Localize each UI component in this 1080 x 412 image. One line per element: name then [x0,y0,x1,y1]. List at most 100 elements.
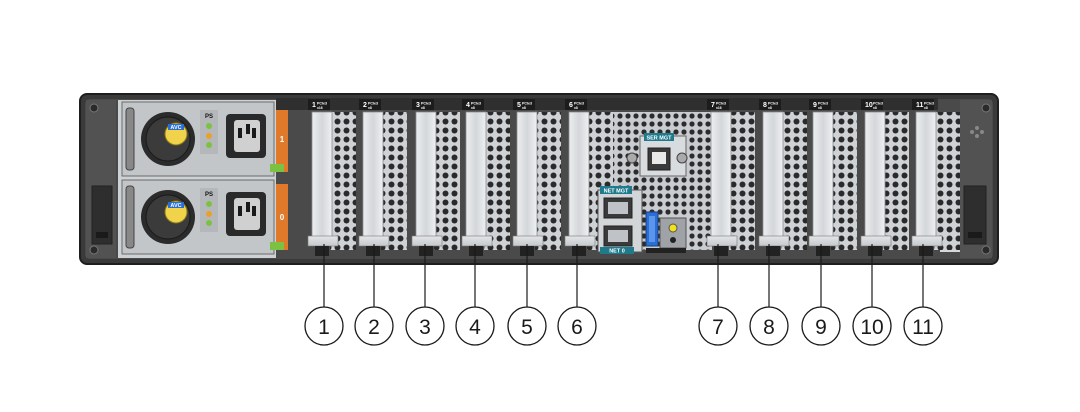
callout-circle [903,306,943,346]
slot-type-label: PCIe3 [768,102,778,106]
slot-filler-bracket [762,111,784,245]
psu-number-label: 1 [280,135,285,144]
slot-bottom-latch [366,246,380,256]
left-ear [86,100,116,258]
slot-bottom-latch [419,246,433,256]
slot-bracket-tab [512,235,544,247]
slot-bracket-tab [758,235,790,247]
callout-8: 8 [749,244,789,346]
slot-type-label: PCIe3 [368,102,378,106]
slot-number-label: 5 [517,102,521,109]
slot-bracket-tab [564,235,596,247]
callout-9: 9 [801,244,841,346]
callout-number: 1 [318,316,330,339]
psu-number-label: 0 [280,213,285,222]
slot-width-label: x8 [818,106,822,110]
slot-number-label: 2 [363,102,367,109]
callout-circle [801,306,841,346]
psu-handle[interactable] [125,107,135,171]
net-mgt-label: NET MGT [604,189,629,195]
vent-grille [484,112,510,250]
vent-grille [330,112,356,250]
io-block: SER MGT NET MGT NET 0 [597,133,688,255]
slot-number-label: 8 [763,102,767,109]
slot-tag [707,99,729,110]
slot-type-label: PCIe3 [873,102,883,106]
callout-number: 4 [469,316,481,339]
slot-width-label: x8 [522,106,526,110]
psu-latch[interactable] [270,242,284,250]
slot-width-label: x8 [768,106,772,110]
callout-circle [354,306,394,346]
callout-number: 5 [521,316,533,339]
callout-number: 8 [763,316,775,339]
status-led-icon [206,142,212,148]
callout-number: 6 [571,316,583,339]
vent-grille [381,112,407,250]
psu-release-tab[interactable] [276,184,288,250]
status-led-icon [206,123,212,129]
psu-release-tab[interactable] [276,106,288,172]
slot-bottom-latch [868,246,882,256]
slot-width-label: x8 [471,106,475,110]
callout-circle [852,306,892,346]
vent-grille [434,112,460,250]
slot-number-label: 11 [916,102,924,109]
slot-bracket-tab [411,235,443,247]
callout-2: 2 [354,244,394,346]
psu-brand-label: AVC [170,125,181,131]
callout-number: 3 [419,316,431,339]
slot-width-label: x8 [574,106,578,110]
callout-circle [749,306,789,346]
callout-number: 7 [712,316,724,339]
slot-number-label: 4 [466,102,470,109]
locator-button-icon[interactable] [670,237,676,243]
vent-grille [934,112,960,250]
callout-circle [507,306,547,346]
slot-tag [412,99,434,110]
psu-latch[interactable] [270,164,284,172]
slot-tag [809,99,831,110]
slot-number-label: 3 [416,102,420,109]
slot-bottom-latch [714,246,728,256]
slot-filler-bracket [915,111,937,245]
slot-width-label: x8 [873,106,877,110]
psu-handle[interactable] [125,185,135,249]
slot-bottom-latch [469,246,483,256]
slot-width-label: x8 [924,106,928,110]
slot-number-label: 6 [569,102,573,109]
slot-bottom-latch [315,246,329,256]
callout-7: 7 [698,244,738,346]
status-led-icon [206,201,212,207]
callout-circle [455,306,495,346]
callout-number: 10 [860,316,883,339]
slot-filler-bracket [864,111,886,245]
screw-icon [626,152,638,164]
psu-ps-label: PS [205,192,213,198]
slot-tag [308,99,330,110]
callout-circle [557,306,597,346]
slot-bracket-tab [911,235,943,247]
slot-bottom-latch [816,246,830,256]
slot-filler-bracket [465,111,487,245]
ser-mgt-label: SER MGT [646,136,672,142]
slot-type-label: PCIe3 [574,102,584,106]
slot-bracket-tab [461,235,493,247]
slot-width-label: x8 [368,106,372,110]
slot-filler-bracket [710,111,732,245]
slot-filler-bracket [415,111,437,245]
